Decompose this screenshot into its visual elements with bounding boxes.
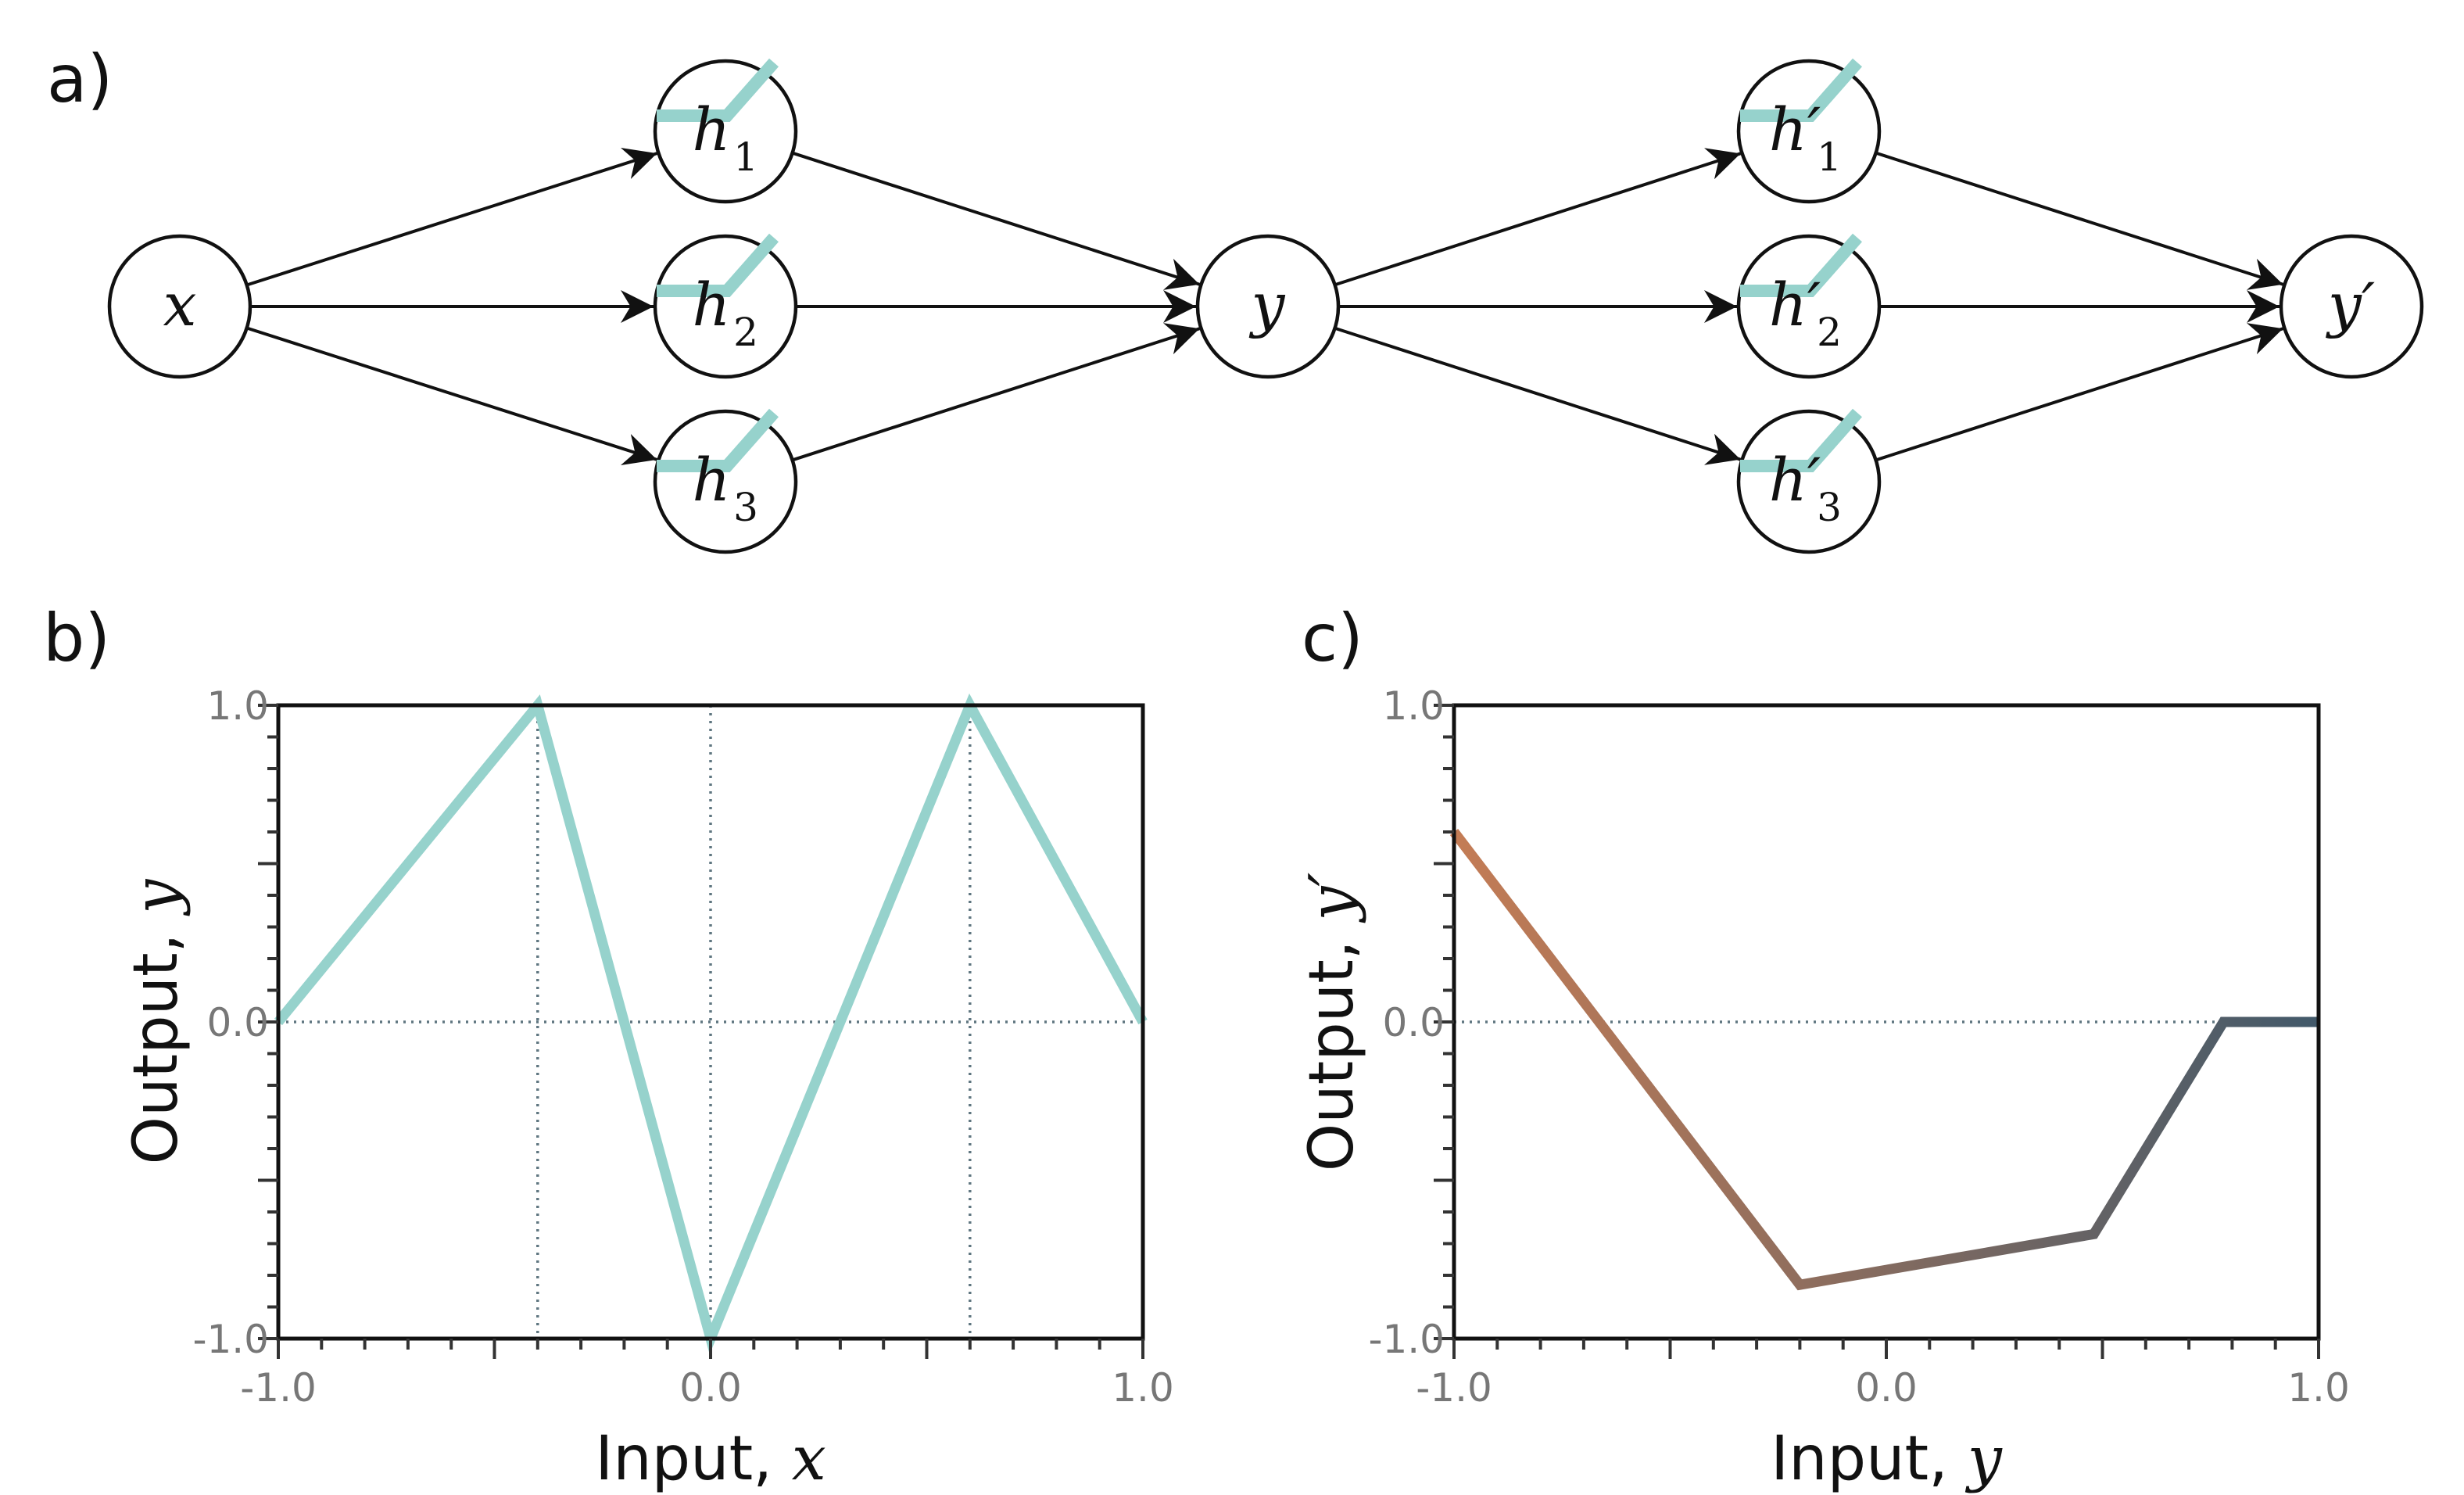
relu-icon — [1740, 408, 1862, 472]
node-var-label: h′ — [1769, 270, 1821, 339]
node-sub-label: 3 — [733, 485, 758, 530]
x-tick-label: 0.0 — [1855, 1365, 1918, 1411]
node-sub-label: 1 — [1817, 134, 1842, 180]
x-axis-label-text: Input, — [1771, 1424, 1968, 1494]
y-axis-label-var: y′ — [1297, 873, 1367, 923]
x-tick-label: -1.0 — [1416, 1365, 1492, 1411]
x-axis-label-text: Input, — [595, 1424, 792, 1494]
y-axis-label: Output, y — [121, 879, 192, 1165]
node-circle — [2279, 234, 2424, 379]
node-circle — [1736, 409, 1882, 554]
y-axis-label-text: Output, — [1297, 921, 1367, 1172]
x-axis-label-var: x — [792, 1424, 826, 1494]
node-var-label: y — [1249, 270, 1286, 339]
node-var-label: h — [693, 270, 731, 339]
node-y: y — [1195, 234, 1341, 379]
y-tick-label: 0.0 — [1382, 1000, 1445, 1045]
node-var-label: h′ — [1769, 445, 1821, 514]
y-axis-label-var: y — [121, 879, 192, 916]
node-hp2: h′2 — [1736, 233, 1882, 379]
node-circle — [1736, 59, 1882, 204]
y-tick-label: 1.0 — [206, 683, 269, 729]
node-var-label: h — [693, 445, 731, 514]
x-axis-label: Input, y — [1771, 1424, 2003, 1494]
node-yp: y′ — [2279, 234, 2424, 379]
y-axis-label-text: Output, — [121, 914, 192, 1165]
y-axis-label: Output, y′ — [1297, 873, 1367, 1172]
relu-icon — [1740, 233, 1862, 297]
relu-icon — [1740, 58, 1862, 122]
node-sub-label: 3 — [1817, 485, 1842, 530]
edge-y-hp1 — [1334, 148, 1742, 287]
node-sub-label: 1 — [733, 134, 758, 180]
node-hp3: h′3 — [1736, 408, 1882, 554]
relu-icon — [657, 408, 779, 472]
node-circle — [653, 234, 798, 379]
node-circle — [653, 59, 798, 204]
series-line — [1449, 829, 2319, 1291]
node-sub-label: 2 — [733, 310, 758, 355]
y-tick-label: -1.0 — [1368, 1317, 1445, 1362]
node-var-label: h′ — [1769, 95, 1821, 164]
node-x: x — [107, 234, 252, 379]
edge-y-hp3 — [1334, 326, 1742, 465]
node-var-label: x — [163, 270, 197, 339]
x-tick-label: 1.0 — [1112, 1365, 1174, 1411]
x-tick-label: 1.0 — [2287, 1365, 2350, 1411]
y-tick-label: 1.0 — [1382, 683, 1445, 729]
node-var-label: y′ — [2326, 270, 2375, 339]
edge-hp1-yp — [1875, 151, 2284, 290]
node-circle — [653, 409, 798, 554]
panel-label-a: a) — [47, 41, 113, 117]
x-axis-label: Input, x — [595, 1424, 826, 1494]
panel-label-c: c) — [1302, 600, 1363, 676]
node-circle — [1736, 234, 1882, 379]
node-circle — [1195, 234, 1341, 379]
x-tick-label: -1.0 — [240, 1365, 317, 1411]
x-tick-label: 0.0 — [679, 1365, 742, 1411]
node-var-label: h — [693, 95, 731, 164]
node-circle — [107, 234, 252, 379]
node-hp1: h′1 — [1736, 58, 1882, 204]
y-tick-label: 0.0 — [206, 1000, 269, 1045]
edge-h3-y — [792, 323, 1201, 462]
x-axis-label-var: y — [1965, 1424, 2003, 1494]
relu-icon — [657, 233, 779, 297]
node-sub-label: 2 — [1817, 310, 1842, 355]
edge-x-h1 — [246, 147, 658, 287]
relu-icon — [657, 58, 779, 122]
edge-h1-y — [792, 151, 1201, 290]
edge-hp3-yp — [1875, 323, 2284, 462]
panel-label-b: b) — [43, 600, 110, 676]
edge-x-h3 — [246, 326, 658, 466]
y-tick-label: -1.0 — [192, 1317, 269, 1362]
